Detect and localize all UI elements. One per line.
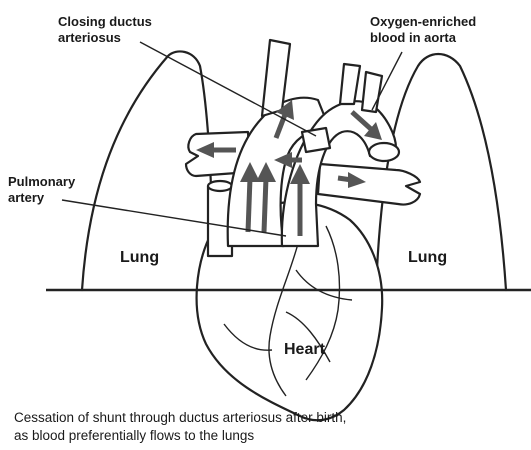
oxygen-label-line2: blood in aorta [370, 30, 457, 45]
ductus-label-line1: Closing ductus [58, 14, 152, 29]
ductus-arteriosus [302, 128, 330, 152]
right-lung-label: Lung [408, 249, 447, 266]
vena-cava-opening [208, 181, 232, 191]
pulmonary-label-line1: Pulmonary [8, 174, 76, 189]
subclavian-artery [362, 72, 382, 112]
caption-line-1: Cessation of shunt through ductus arteri… [14, 410, 346, 425]
caption-line-2: as blood preferentially flows to the lun… [14, 428, 254, 443]
carotid-artery [340, 64, 360, 104]
heart-label: Heart [284, 341, 326, 358]
left-lung-label: Lung [120, 249, 159, 266]
pulmonary-label-line2: artery [8, 190, 45, 205]
ductus-label-line2: arteriosus [58, 30, 121, 45]
right-pulmonary-branch [318, 164, 420, 205]
oxygen-label-line1: Oxygen-enriched [370, 14, 476, 29]
descending-aorta-opening [369, 143, 399, 161]
